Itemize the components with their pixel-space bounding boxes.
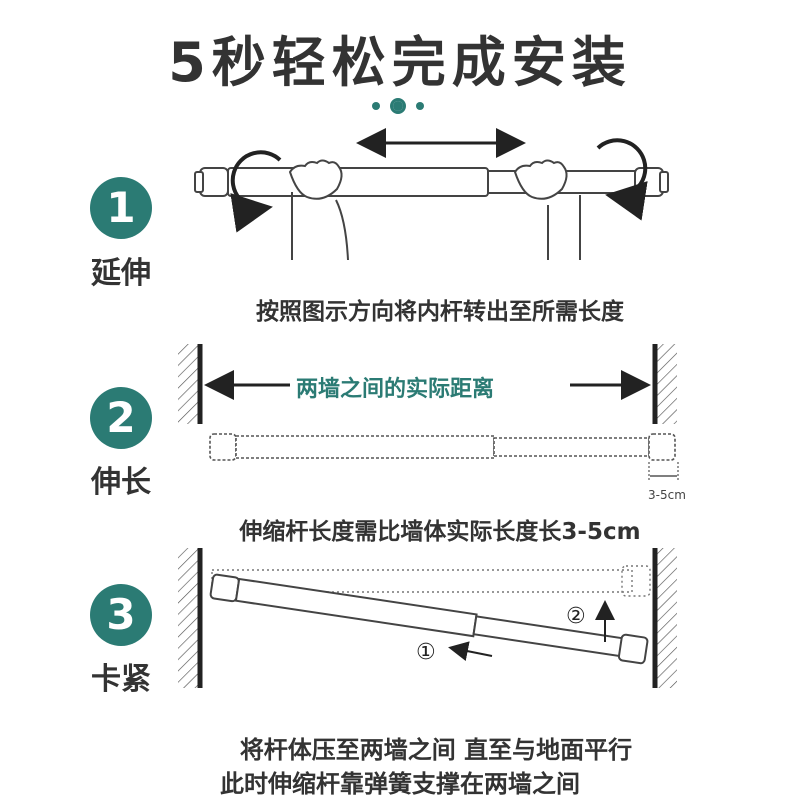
step2-caption: 伸缩杆长度需比墙体实际长度长3-5cm bbox=[239, 519, 641, 545]
step3-marker-2: ② bbox=[566, 604, 586, 629]
step2-illustration bbox=[178, 344, 679, 480]
step2-number-badge: 2 bbox=[90, 387, 152, 449]
step3-caption-line2: 此时伸缩杆靠弹簧支撑在两墙之间 bbox=[220, 770, 580, 798]
step1-number-badge: 1 bbox=[90, 177, 152, 239]
step3-label: 卡紧 bbox=[91, 662, 151, 697]
dot-left bbox=[372, 102, 380, 110]
dot-right bbox=[416, 102, 424, 110]
gap-label: 3-5cm bbox=[648, 488, 686, 502]
step3-caption-line1: 将杆体压至两墙之间 直至与地面平行 bbox=[239, 736, 633, 764]
step3-number-badge: 3 bbox=[90, 584, 152, 646]
step2-label: 伸长 bbox=[91, 465, 151, 500]
step1-rod-illustration bbox=[194, 128, 669, 261]
step3-marker-1: ① bbox=[416, 640, 436, 665]
page-title: 5秒轻松完成安装 bbox=[168, 31, 632, 94]
step3-illustration bbox=[178, 548, 677, 688]
step1-label: 延伸 bbox=[91, 256, 151, 291]
step1-caption: 按照图示方向将内杆转出至所需长度 bbox=[256, 299, 624, 325]
dot-center-inner bbox=[393, 101, 403, 111]
decorative-dots bbox=[370, 98, 430, 114]
wall-distance-label: 两墙之间的实际距离 bbox=[290, 371, 501, 403]
